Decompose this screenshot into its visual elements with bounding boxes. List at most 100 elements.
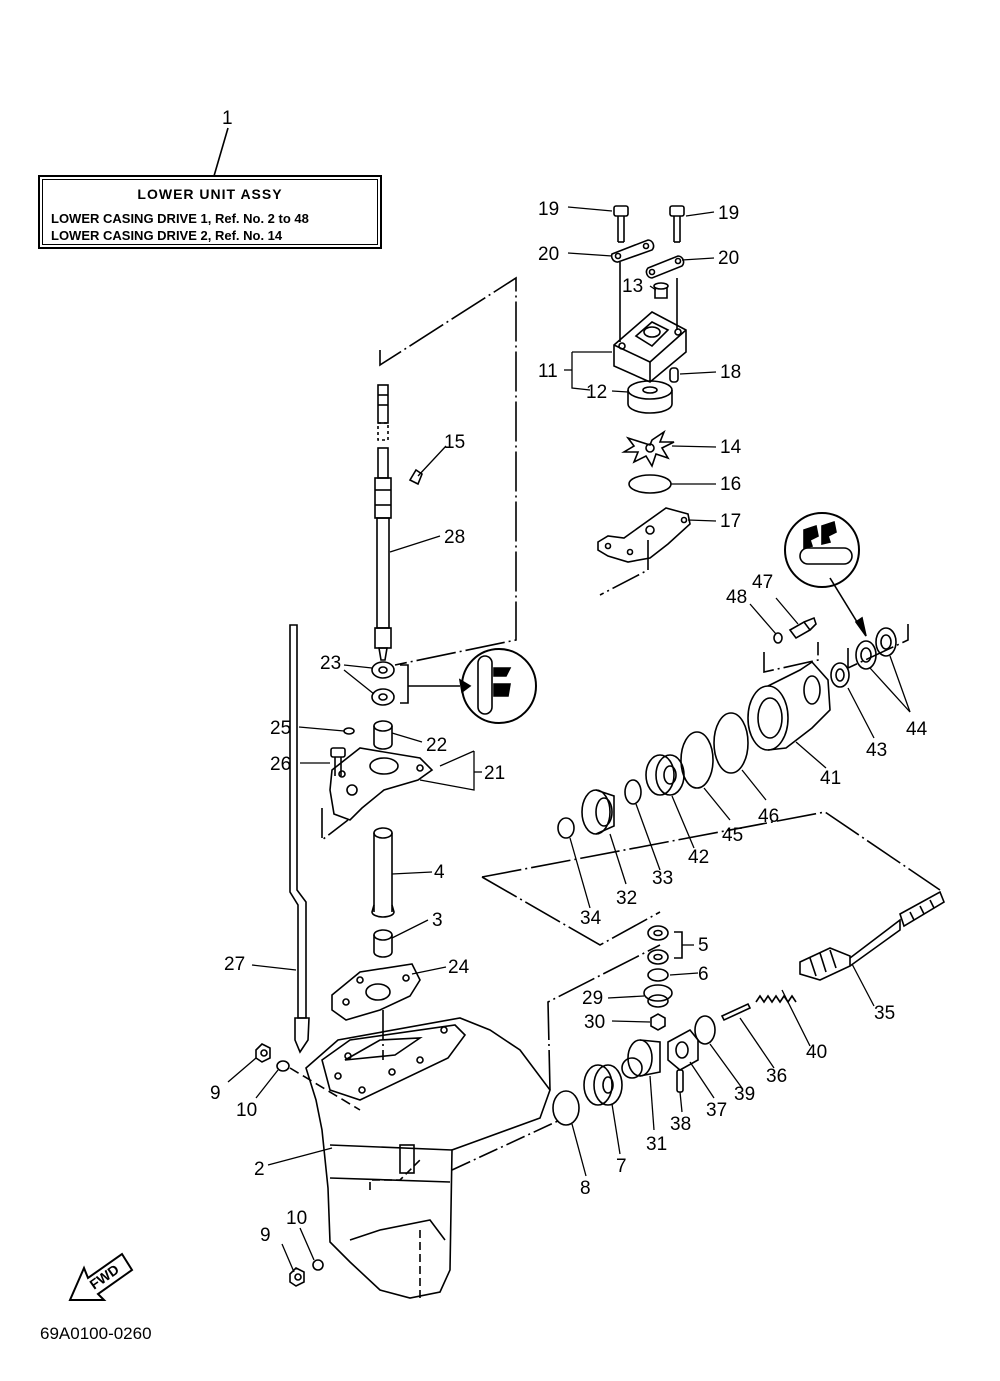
oil-seals-44 [847,624,909,670]
callout-40: 40 [806,1042,827,1063]
callout-7: 7 [616,1156,627,1177]
callout-22: 22 [426,735,447,756]
bracket-23 [400,664,409,704]
propeller-shaft-35 [799,890,945,981]
callout-19-left: 19 [538,199,559,220]
group-outline-bolt-47 [763,642,819,673]
lower-casing-2 [305,1017,561,1299]
callout-14: 14 [720,437,742,458]
callout-44: 44 [906,719,928,740]
forward-gear-32 [581,789,615,835]
bearing-23-upper [371,661,395,679]
callout-4: 4 [434,862,445,883]
insert-12 [627,380,673,414]
bolt-26 [330,747,346,776]
callout-34: 34 [580,908,602,929]
callout-1: 1 [222,108,233,129]
group-outline-lower [481,876,661,946]
plate-17 [597,507,691,563]
callout-16: 16 [720,474,741,495]
plunger-36 [720,1002,752,1022]
callout-9-upper: 9 [210,1083,221,1104]
plate-20-left [610,239,655,263]
callout-35: 35 [874,1003,895,1024]
callout-27: 27 [224,954,245,975]
callout-29: 29 [582,988,603,1009]
bearing-23-lower [371,688,395,706]
callout-15: 15 [444,432,465,453]
leader-1 [213,127,229,177]
shift-rod-27 [289,624,310,1054]
callout-25: 25 [270,718,291,739]
bushing-3 [373,929,393,958]
callout-32: 32 [616,888,637,909]
bolt-19-right [669,205,685,243]
callout-18: 18 [720,362,741,383]
plate-20-right [645,255,685,279]
callout-3: 3 [432,910,443,931]
callout-21: 21 [484,763,505,784]
impeller-14 [621,429,675,468]
callout-20-right: 20 [718,248,739,269]
callout-28: 28 [444,527,465,548]
group-outline-pump [599,540,649,596]
callout-38: 38 [670,1114,691,1135]
callout-31: 31 [646,1134,667,1155]
tube-4 [371,827,395,918]
bolt-47 [788,616,817,640]
washer-6 [647,968,669,982]
bracket-5 [674,931,683,959]
bearing-7 [583,1064,623,1106]
callout-12: 12 [586,382,607,403]
dog-clutch-37 [667,1028,699,1071]
clip-34 [557,817,575,839]
pump-housing-11 [613,262,687,383]
callout-46: 46 [758,806,779,827]
callout-10-lower: 10 [286,1208,307,1229]
axis-line-bolt-upper [289,1067,361,1111]
bolt-9-lower [289,1267,305,1287]
nut-30 [650,1013,666,1031]
washer-39 [694,1015,716,1045]
title-box-heading: LOWER UNIT ASSY [137,186,283,202]
gasket-24 [331,963,421,1021]
title-box: LOWER UNIT ASSY LOWER CASING DRIVE 1, Re… [38,175,382,249]
callout-45: 45 [722,825,743,846]
callout-17: 17 [720,511,741,532]
washer-10-upper [276,1060,290,1072]
reverse-gear-31 [621,1039,661,1079]
callout-8: 8 [580,1178,591,1199]
bearing-housing-41 [747,660,831,751]
grease-circle-icon [784,512,860,588]
arrow-grease-ref [854,616,867,637]
washer-48 [773,632,783,644]
spring-40 [755,994,797,1004]
leader-lines [227,206,911,1273]
washer-10-lower [312,1259,324,1271]
callout-30: 30 [584,1012,605,1033]
key-15 [408,468,423,486]
housing-21 [321,747,434,842]
callout-47: 47 [752,572,773,593]
callout-39: 39 [734,1084,755,1105]
fwd-arrow-icon [68,1252,134,1301]
washer-33 [624,779,642,805]
seal-43 [830,662,850,688]
group-outline-driveshaft [379,276,517,666]
callout-33: 33 [652,868,673,889]
callout-11: 11 [538,361,558,382]
washer-8 [552,1090,580,1126]
grommet-13 [653,282,669,299]
bushing-22 [373,720,393,750]
callout-41: 41 [820,768,841,789]
pin-38 [676,1069,684,1093]
callout-9-lower: 9 [260,1225,271,1246]
callout-20-left: 20 [538,244,559,265]
o-ring-46 [713,712,749,774]
bolt-19-left [613,205,629,243]
bearing-5 [647,925,669,965]
group-outline-pinion [547,944,661,1091]
reference-code: 69A0100-0260 [40,1324,152,1343]
bearing-42 [645,754,685,796]
